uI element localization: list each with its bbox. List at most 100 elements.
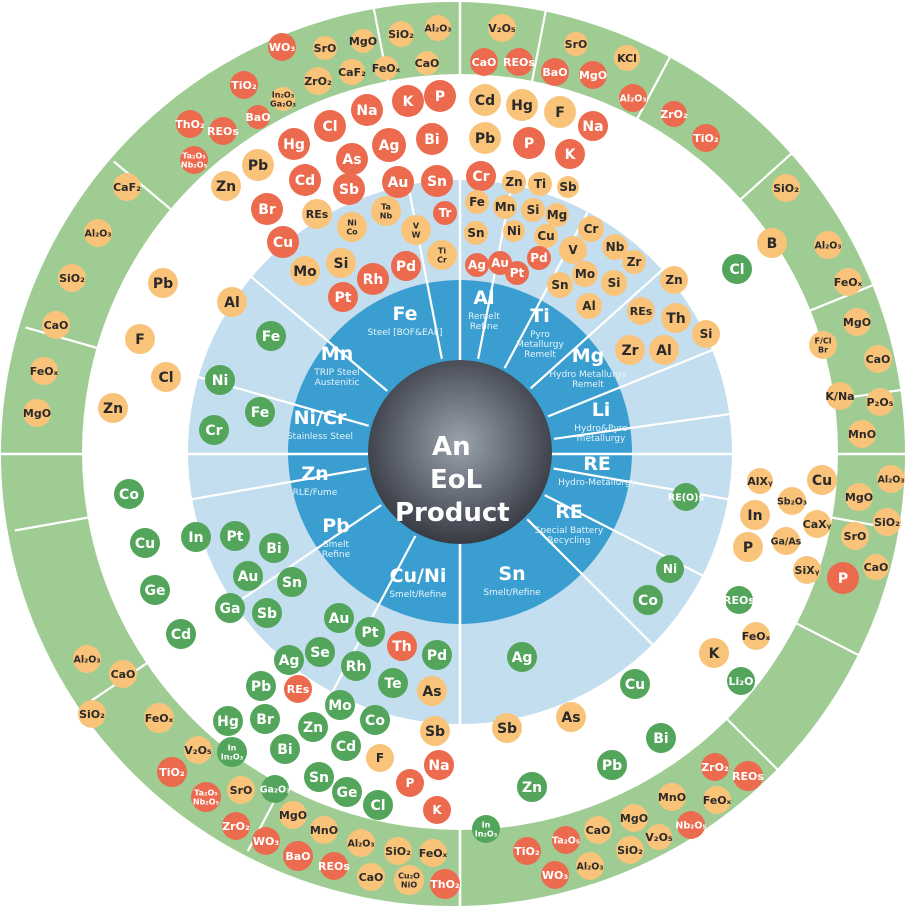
element-bubble: CaO bbox=[42, 311, 70, 339]
element-circle bbox=[130, 528, 160, 558]
metal-process-label: Remelt bbox=[524, 350, 556, 360]
element-bubble: FeOₓ bbox=[703, 786, 732, 814]
element-label: In bbox=[228, 743, 237, 752]
element-circle bbox=[140, 575, 170, 605]
element-label: Si bbox=[608, 276, 621, 290]
element-bubble: Mo bbox=[290, 256, 320, 286]
element-circle bbox=[252, 598, 282, 628]
element-circle bbox=[313, 36, 337, 60]
element-bubble: CaO bbox=[863, 554, 889, 580]
element-bubble: Cr bbox=[466, 161, 496, 191]
element-circle bbox=[384, 837, 412, 865]
element-label: Mg bbox=[547, 208, 568, 222]
element-bubble: Cd bbox=[166, 619, 196, 649]
element-label: CaO bbox=[415, 57, 440, 70]
element-circle bbox=[419, 839, 447, 867]
element-label: Ga₂O₃ bbox=[260, 784, 291, 795]
element-circle bbox=[864, 345, 892, 373]
element-circle bbox=[513, 837, 541, 865]
element-label: V₂O₅ bbox=[184, 744, 212, 757]
element-bubble: WO₃ bbox=[268, 33, 296, 61]
element-label: Ta bbox=[381, 202, 391, 211]
element-circle bbox=[184, 736, 212, 764]
element-label: REOs bbox=[318, 860, 350, 873]
element-bubble: Zr bbox=[615, 335, 645, 365]
element-bubble: Fe bbox=[465, 190, 489, 214]
element-bubble: MgO bbox=[845, 483, 873, 511]
element-bubble: SiO₂ bbox=[388, 21, 414, 47]
element-label: Ni bbox=[347, 218, 357, 227]
element-circle bbox=[646, 723, 676, 753]
element-label: FeOₓ bbox=[703, 794, 732, 807]
element-bubble: Ti bbox=[528, 172, 552, 196]
element-label: Cr bbox=[205, 423, 222, 439]
element-bubble: FeOₓ bbox=[742, 622, 771, 650]
element-circle bbox=[572, 261, 598, 287]
element-bubble: Cu bbox=[807, 465, 837, 495]
element-label: Nb₂O₅ bbox=[181, 160, 208, 169]
element-circle bbox=[576, 852, 604, 880]
element-label: Bi bbox=[277, 742, 292, 758]
element-circle bbox=[803, 510, 831, 538]
element-bubble: Cu bbox=[267, 226, 299, 258]
element-bubble: SrO bbox=[841, 522, 869, 550]
element-circle bbox=[387, 631, 417, 661]
element-label: FeOₓ bbox=[742, 630, 771, 643]
element-label: Ta₂O₅ bbox=[552, 835, 580, 846]
element-circle bbox=[747, 468, 773, 494]
element-label: Ni bbox=[663, 562, 677, 576]
element-bubble: Th bbox=[661, 303, 691, 333]
element-label: Zn bbox=[505, 175, 522, 189]
element-label: CaO bbox=[866, 353, 891, 366]
element-label: Cu bbox=[625, 677, 645, 693]
element-circle bbox=[807, 465, 837, 495]
element-circle bbox=[246, 105, 270, 129]
element-label: SiO₂ bbox=[874, 516, 900, 529]
element-circle bbox=[148, 268, 178, 298]
element-bubble: Te bbox=[378, 668, 408, 698]
element-circle bbox=[552, 826, 580, 854]
element-bubble: Al₂O₃ bbox=[84, 219, 112, 247]
metal-symbol: Zn bbox=[301, 463, 328, 485]
element-bubble: Al₂O₃ bbox=[814, 231, 842, 259]
element-bubble: SiO₂ bbox=[616, 836, 644, 864]
element-label: W bbox=[412, 230, 421, 239]
element-circle bbox=[351, 94, 383, 126]
element-circle bbox=[284, 675, 312, 703]
element-circle bbox=[620, 804, 648, 832]
element-label: Zn bbox=[216, 179, 236, 195]
element-label: TiO₂ bbox=[231, 79, 257, 92]
element-label: Al₂O₃ bbox=[73, 654, 100, 665]
element-label: Fe bbox=[251, 405, 270, 421]
element-label: Hg bbox=[283, 137, 305, 153]
element-bubble: F bbox=[125, 324, 155, 354]
element-circle bbox=[541, 861, 569, 889]
element-label: REs bbox=[287, 683, 310, 696]
element-label: Ta₂O₅ bbox=[194, 788, 218, 797]
element-label: Au bbox=[238, 569, 259, 585]
element-bubble: KCl bbox=[614, 45, 640, 71]
element-circle bbox=[374, 56, 398, 80]
element-label: F bbox=[135, 332, 145, 348]
element-label: Cl bbox=[370, 798, 385, 814]
element-label: MgO bbox=[279, 809, 307, 822]
element-circle bbox=[78, 700, 106, 728]
element-circle bbox=[290, 256, 320, 286]
element-bubble: K/Na bbox=[825, 382, 855, 410]
metal-symbol: Mn bbox=[321, 343, 353, 365]
element-label: Ti bbox=[534, 177, 546, 191]
element-label: MnO bbox=[848, 428, 876, 441]
element-circle bbox=[547, 272, 573, 298]
element-label: Fe bbox=[262, 329, 281, 345]
metal-process-label: Recycling bbox=[547, 536, 590, 546]
element-bubble: In bbox=[181, 522, 211, 552]
metal-process-label: metallurgy bbox=[577, 434, 626, 444]
element-bubble: FeOₓ bbox=[419, 839, 448, 867]
element-circle bbox=[274, 645, 304, 675]
element-bubble: Ga₂O₃ bbox=[260, 775, 291, 803]
element-label: Cr bbox=[472, 169, 489, 185]
metal-process-label: Hydro-Metallurgy bbox=[558, 478, 637, 488]
